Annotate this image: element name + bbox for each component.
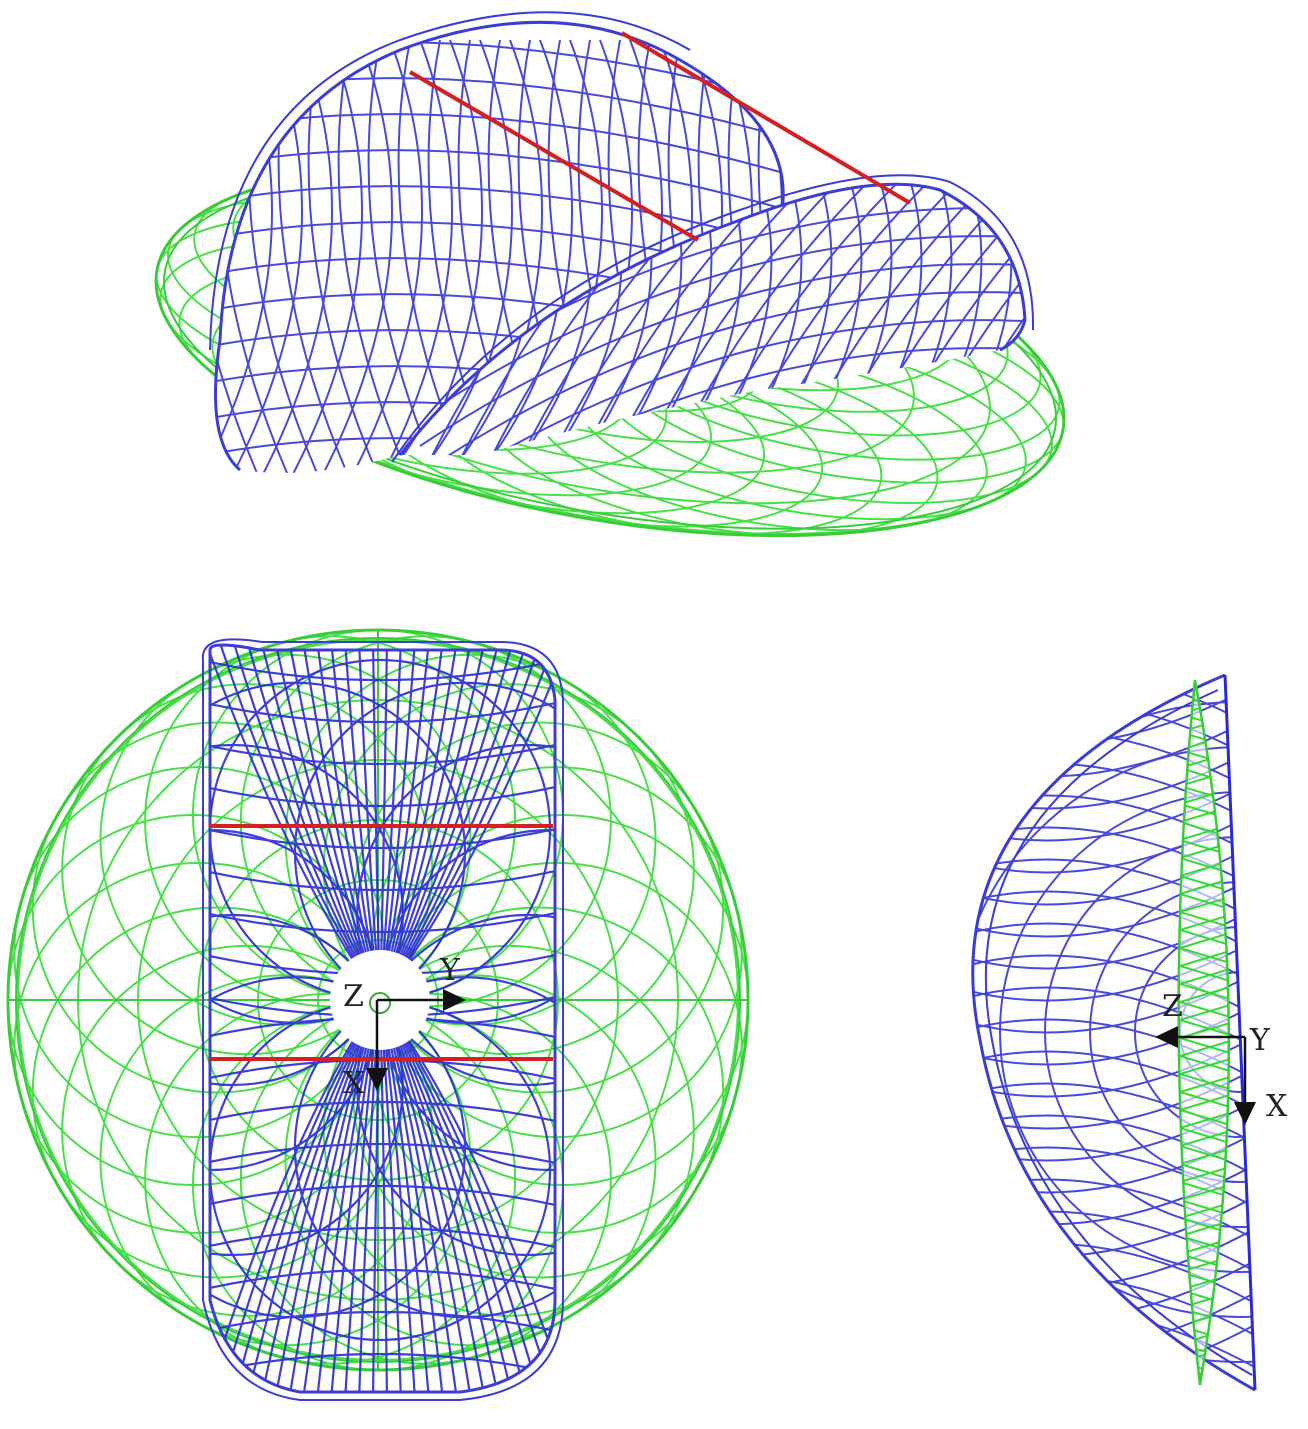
x-axis-arrow-side [1234, 1102, 1256, 1125]
coordinate-axes-plan [366, 989, 466, 1091]
reflector-dish-side [971, 673, 1257, 1392]
axis-label-z-side: Z [1162, 989, 1183, 1024]
plan-view: Z Y X [6, 628, 750, 1401]
isometric-view [153, 11, 1067, 537]
fold-lines-iso [408, 31, 912, 242]
side-view: Z Y X [971, 673, 1288, 1392]
axis-label-z: Z [343, 979, 364, 1014]
fold-line-iso-1 [408, 70, 700, 242]
reflector-shell-iso [209, 11, 1035, 473]
axis-label-x-side: X [1266, 1089, 1288, 1124]
coordinate-axes-side [1155, 1026, 1256, 1125]
z-axis-arrow-side [1155, 1026, 1178, 1048]
axis-label-y: Y [439, 953, 461, 988]
axis-label-y-side: Y [1249, 1023, 1271, 1058]
fold-lines-plan [210, 824, 553, 1061]
fold-line-iso-2 [620, 31, 912, 205]
feed-point-marker [369, 992, 391, 1014]
y-axis-arrow [443, 989, 466, 1011]
axis-label-x: X [343, 1066, 365, 1101]
x-axis-arrow [366, 1068, 388, 1091]
